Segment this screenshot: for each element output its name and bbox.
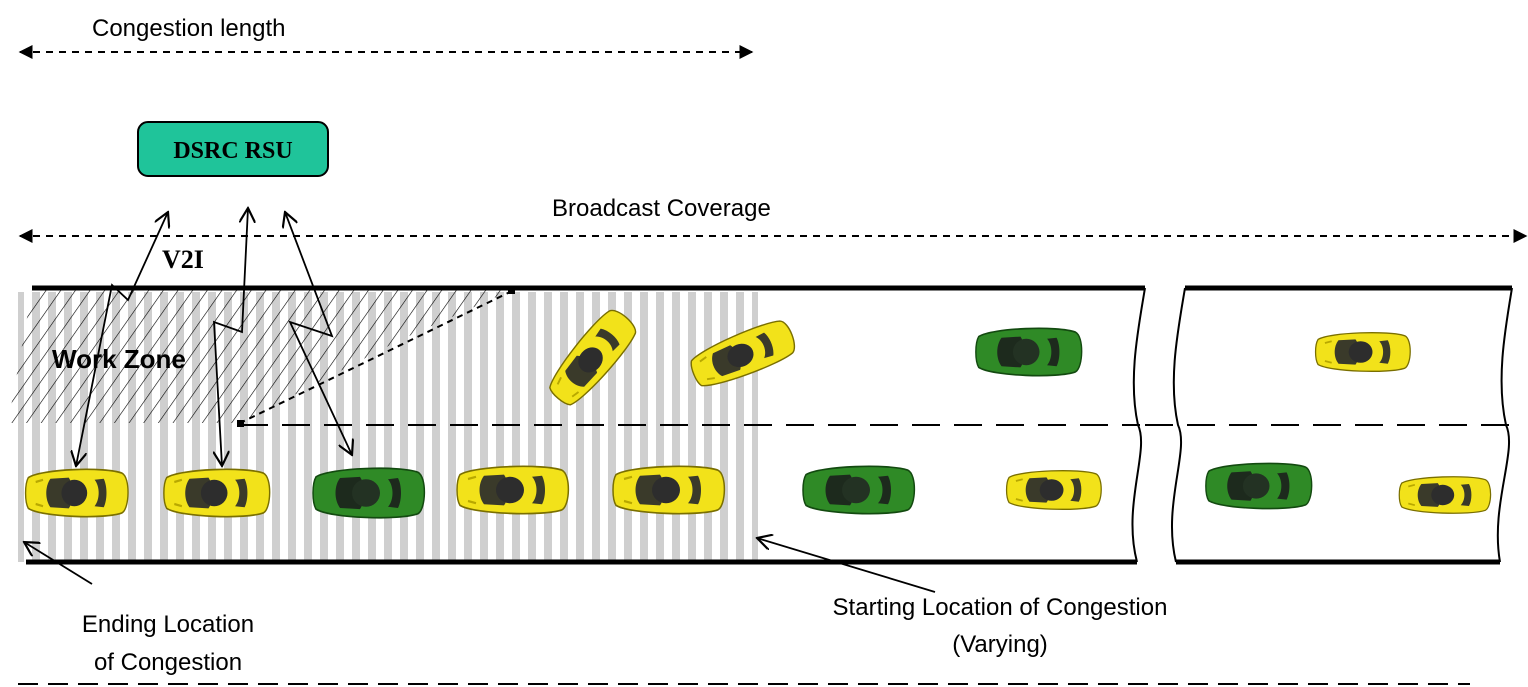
car-4 bbox=[1314, 331, 1412, 373]
car-11 bbox=[1005, 469, 1103, 511]
starting-location-label-line1: Starting Location of Congestion bbox=[833, 594, 1168, 621]
car-5 bbox=[24, 468, 130, 518]
v2i-link-1 bbox=[76, 212, 168, 466]
car-13 bbox=[1398, 475, 1492, 515]
car-9 bbox=[611, 465, 726, 515]
vehicle bbox=[802, 465, 916, 515]
vehicle bbox=[1398, 475, 1492, 515]
ending-location-label-line1: Ending Location bbox=[82, 611, 254, 638]
car-3 bbox=[975, 327, 1083, 377]
starting-location-arrow bbox=[757, 538, 936, 593]
vehicle bbox=[1314, 331, 1412, 373]
ending-location-label-line2: of Congestion bbox=[94, 649, 242, 676]
vehicle bbox=[455, 465, 570, 515]
car-7 bbox=[312, 467, 426, 519]
v2i-link-2 bbox=[213, 208, 248, 466]
v2i-link-3 bbox=[285, 212, 352, 455]
car-8 bbox=[455, 465, 570, 515]
car-6 bbox=[162, 468, 271, 518]
vehicle bbox=[975, 327, 1083, 377]
starting-location-label-line2: (Varying) bbox=[952, 631, 1048, 658]
ending-location-arrow bbox=[24, 542, 93, 585]
vehicle bbox=[162, 468, 271, 518]
car-12 bbox=[1205, 462, 1313, 510]
vehicle bbox=[24, 468, 130, 518]
vehicle bbox=[611, 465, 726, 515]
v2i-links bbox=[76, 208, 352, 466]
vehicle bbox=[312, 467, 426, 519]
broadcast-coverage-label: Broadcast Coverage bbox=[552, 195, 771, 222]
work-zone-label: Work Zone bbox=[52, 344, 186, 374]
v2i-label: V2I bbox=[162, 245, 204, 274]
rsu-box: DSRC RSU bbox=[137, 121, 329, 177]
rsu-label: DSRC RSU bbox=[173, 138, 292, 164]
car-10 bbox=[802, 465, 916, 515]
road-segment-2 bbox=[1145, 285, 1515, 565]
vehicle bbox=[1205, 462, 1313, 510]
congestion-length-label: Congestion length bbox=[92, 15, 285, 42]
vehicle bbox=[1005, 469, 1103, 511]
